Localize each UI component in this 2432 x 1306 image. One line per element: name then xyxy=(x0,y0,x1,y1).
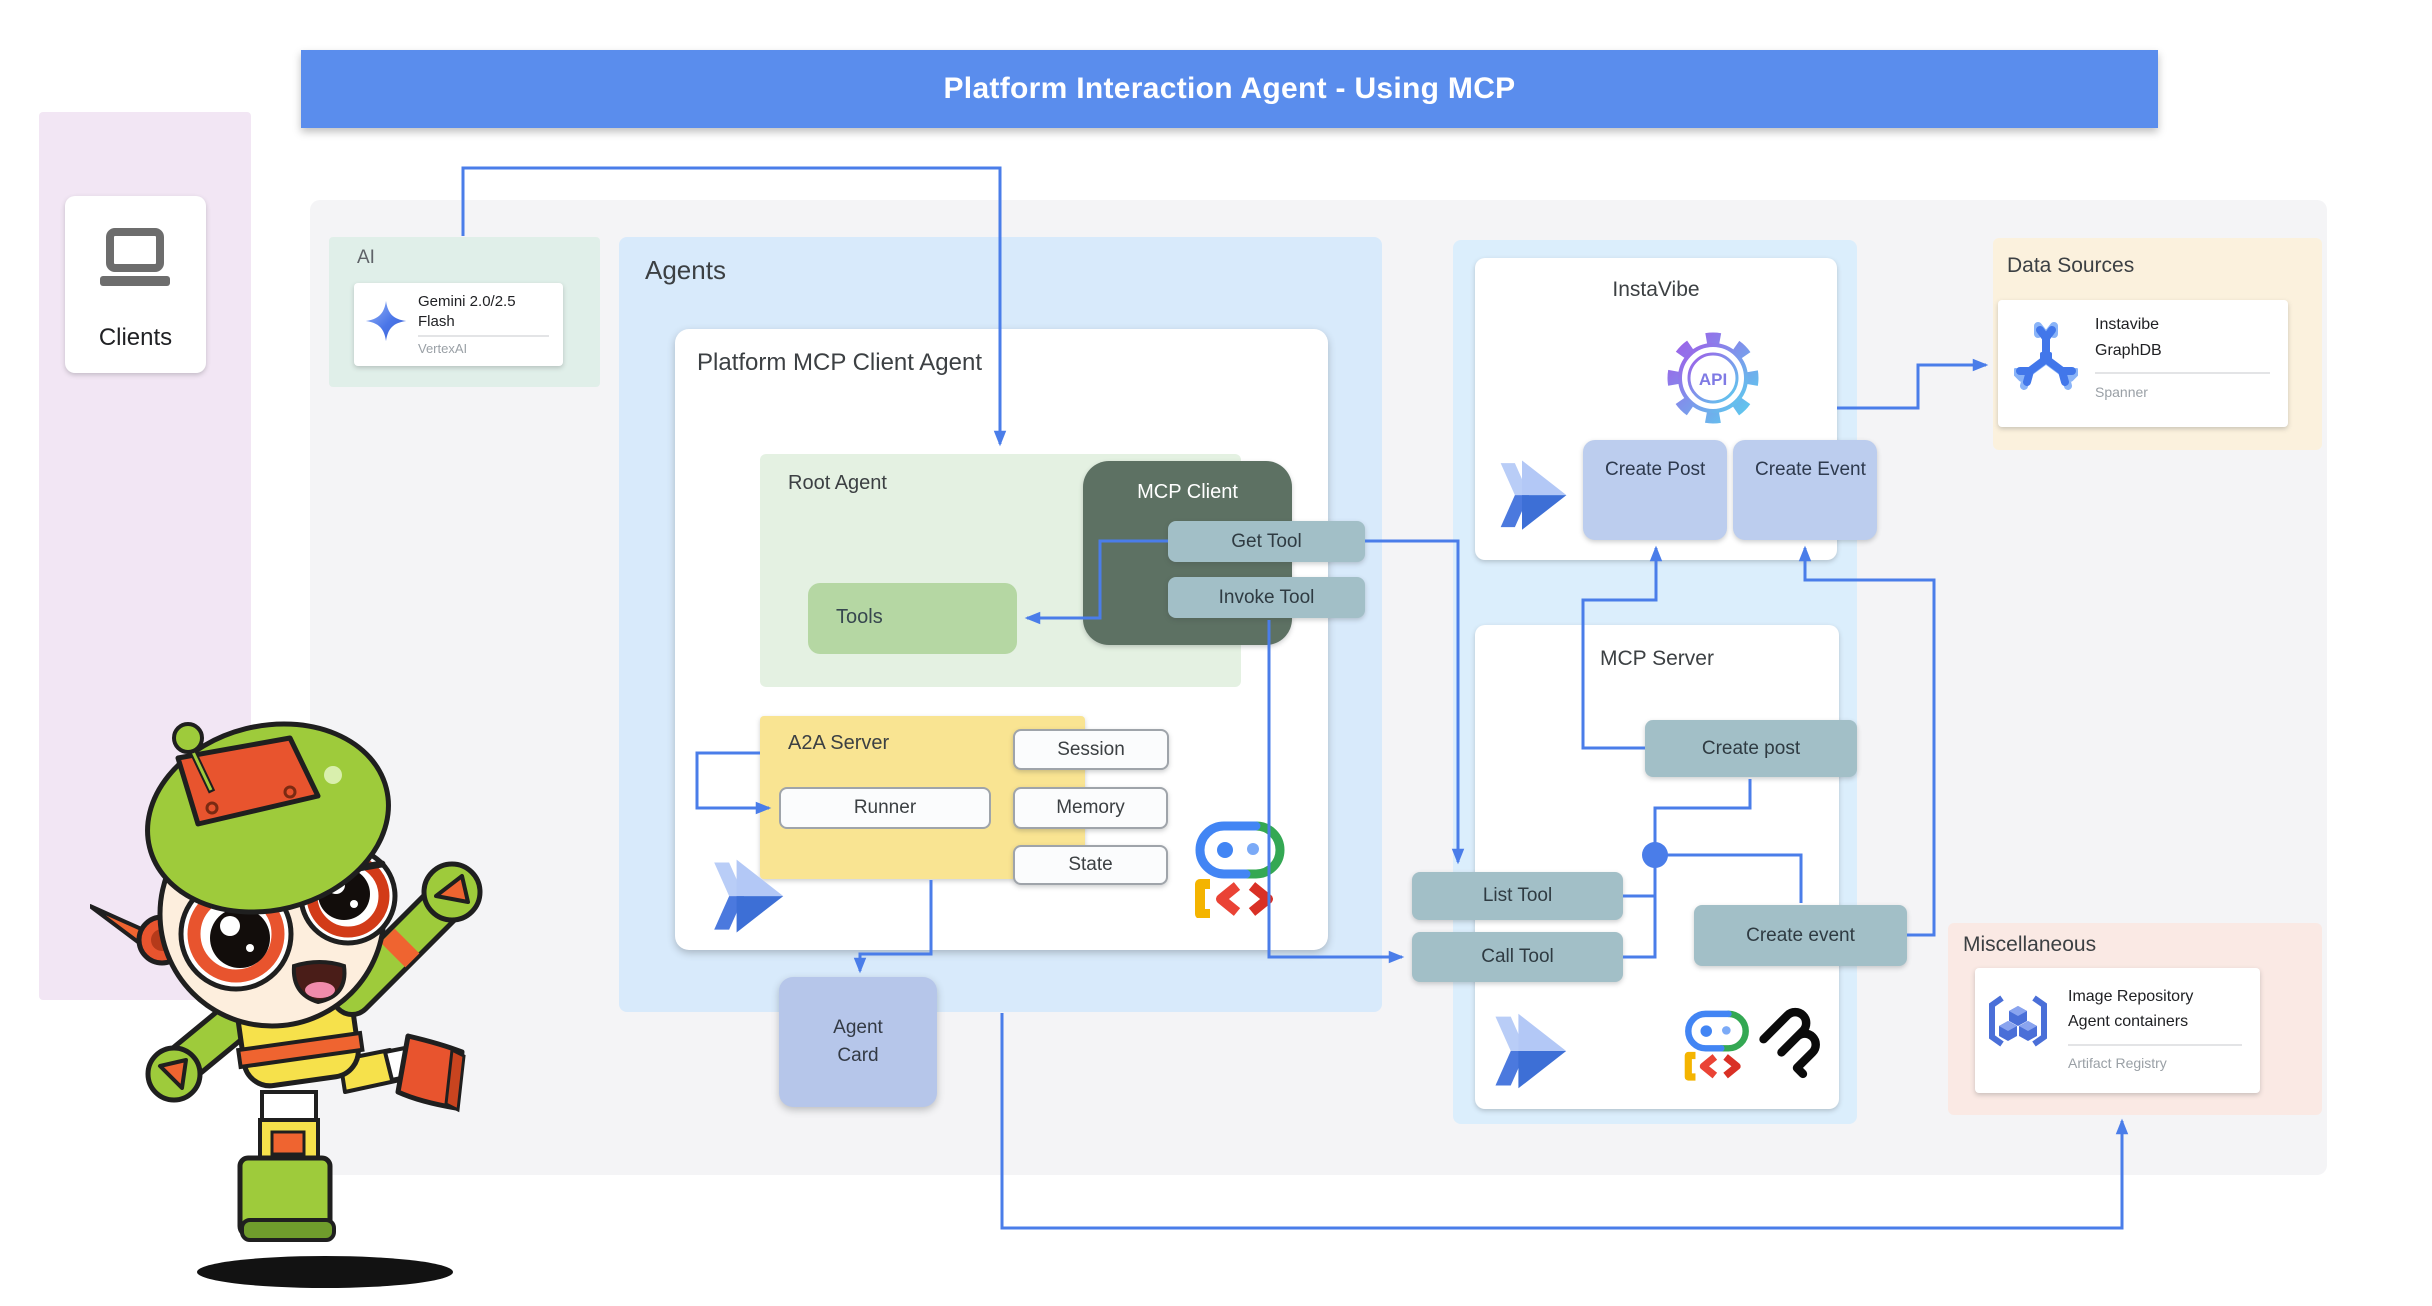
gemini-provider-label: VertexAI xyxy=(418,341,468,356)
adk-robot-icon xyxy=(1684,1010,1749,1081)
gemini-model-name: Gemini 2.0/2.5 Flash xyxy=(418,293,516,331)
agents-panel-title: Agents xyxy=(645,255,726,285)
platform-card-title: Platform MCP Client Agent xyxy=(697,349,983,376)
mcp-create-event-node: Create event xyxy=(1694,905,1907,966)
agent-card-label: Agent Card xyxy=(833,1016,883,1067)
ai-label: AI xyxy=(357,247,375,268)
create-post-node: Create Post xyxy=(1583,440,1727,540)
runner-node: Runner xyxy=(779,787,991,829)
cloud-run-double-chevron-icon xyxy=(714,859,784,933)
clients-label: Clients xyxy=(98,324,173,351)
cloud-run-double-chevron-icon xyxy=(1495,1013,1567,1089)
state-node: State xyxy=(1013,845,1168,885)
graphdb-service-label: Spanner xyxy=(2095,384,2148,400)
mcp-logo-icon xyxy=(1759,1007,1820,1079)
create-event-node: Create Event xyxy=(1733,440,1877,540)
cloud-run-double-chevron-icon xyxy=(1500,460,1567,530)
graphdb-name-line2: GraphDB xyxy=(2095,342,2162,359)
graphdb-name-line1: Instavibe xyxy=(2095,316,2160,333)
robot-mascot-illustration xyxy=(90,721,483,1288)
tools-box: Tools xyxy=(808,583,1017,654)
memory-node: Memory xyxy=(1013,787,1168,829)
api-badge-text: API xyxy=(1699,370,1727,389)
instavibe-graphdb-card: Instavibe GraphDB Spanner xyxy=(1998,300,2288,427)
tools-label: Tools xyxy=(836,606,883,628)
artifact-divider xyxy=(2068,1044,2242,1046)
gemini-spark-icon xyxy=(365,300,407,342)
root-agent-title: Root Agent xyxy=(788,472,887,494)
gemini-card: Gemini 2.0/2.5 Flash VertexAI xyxy=(354,283,563,366)
data-sources-title: Data Sources xyxy=(2007,254,2135,277)
list-tool-node: List Tool xyxy=(1412,872,1623,920)
adk-robot-icon xyxy=(1195,821,1285,918)
miscellaneous-title: Miscellaneous xyxy=(1963,933,2097,956)
laptop-icon xyxy=(100,228,170,286)
api-gear-icon: API xyxy=(1667,332,1759,424)
mcp-server-title: MCP Server xyxy=(1600,647,1714,670)
instavibe-title: InstaVibe xyxy=(1612,278,1700,301)
call-tool-node: Call Tool xyxy=(1412,932,1623,982)
gemini-card-divider xyxy=(418,335,549,337)
artifact-registry-icon xyxy=(1989,995,2047,1047)
spanner-icon xyxy=(2014,322,2078,390)
agent-card-node: Agent Card xyxy=(779,977,937,1107)
clients-card: Clients xyxy=(65,196,206,373)
artifact-service-label: Artifact Registry xyxy=(2068,1055,2167,1071)
mcp-create-post-node: Create post xyxy=(1645,720,1857,777)
graphdb-divider xyxy=(2095,372,2270,374)
a2a-server-title: A2A Server xyxy=(788,732,890,754)
get-tool-node: Get Tool xyxy=(1168,521,1365,562)
session-node: Session xyxy=(1013,729,1169,770)
artifact-name-line2: Agent containers xyxy=(2068,1013,2189,1030)
invoke-tool-node: Invoke Tool xyxy=(1168,577,1365,618)
mcp-client-title: MCP Client xyxy=(1137,481,1238,503)
artifact-name-line1: Image Repository xyxy=(2068,988,2194,1005)
banner-title: Platform Interaction Agent - Using MCP xyxy=(301,50,2158,128)
artifact-registry-card: Image Repository Agent containers Artifa… xyxy=(1975,968,2260,1093)
